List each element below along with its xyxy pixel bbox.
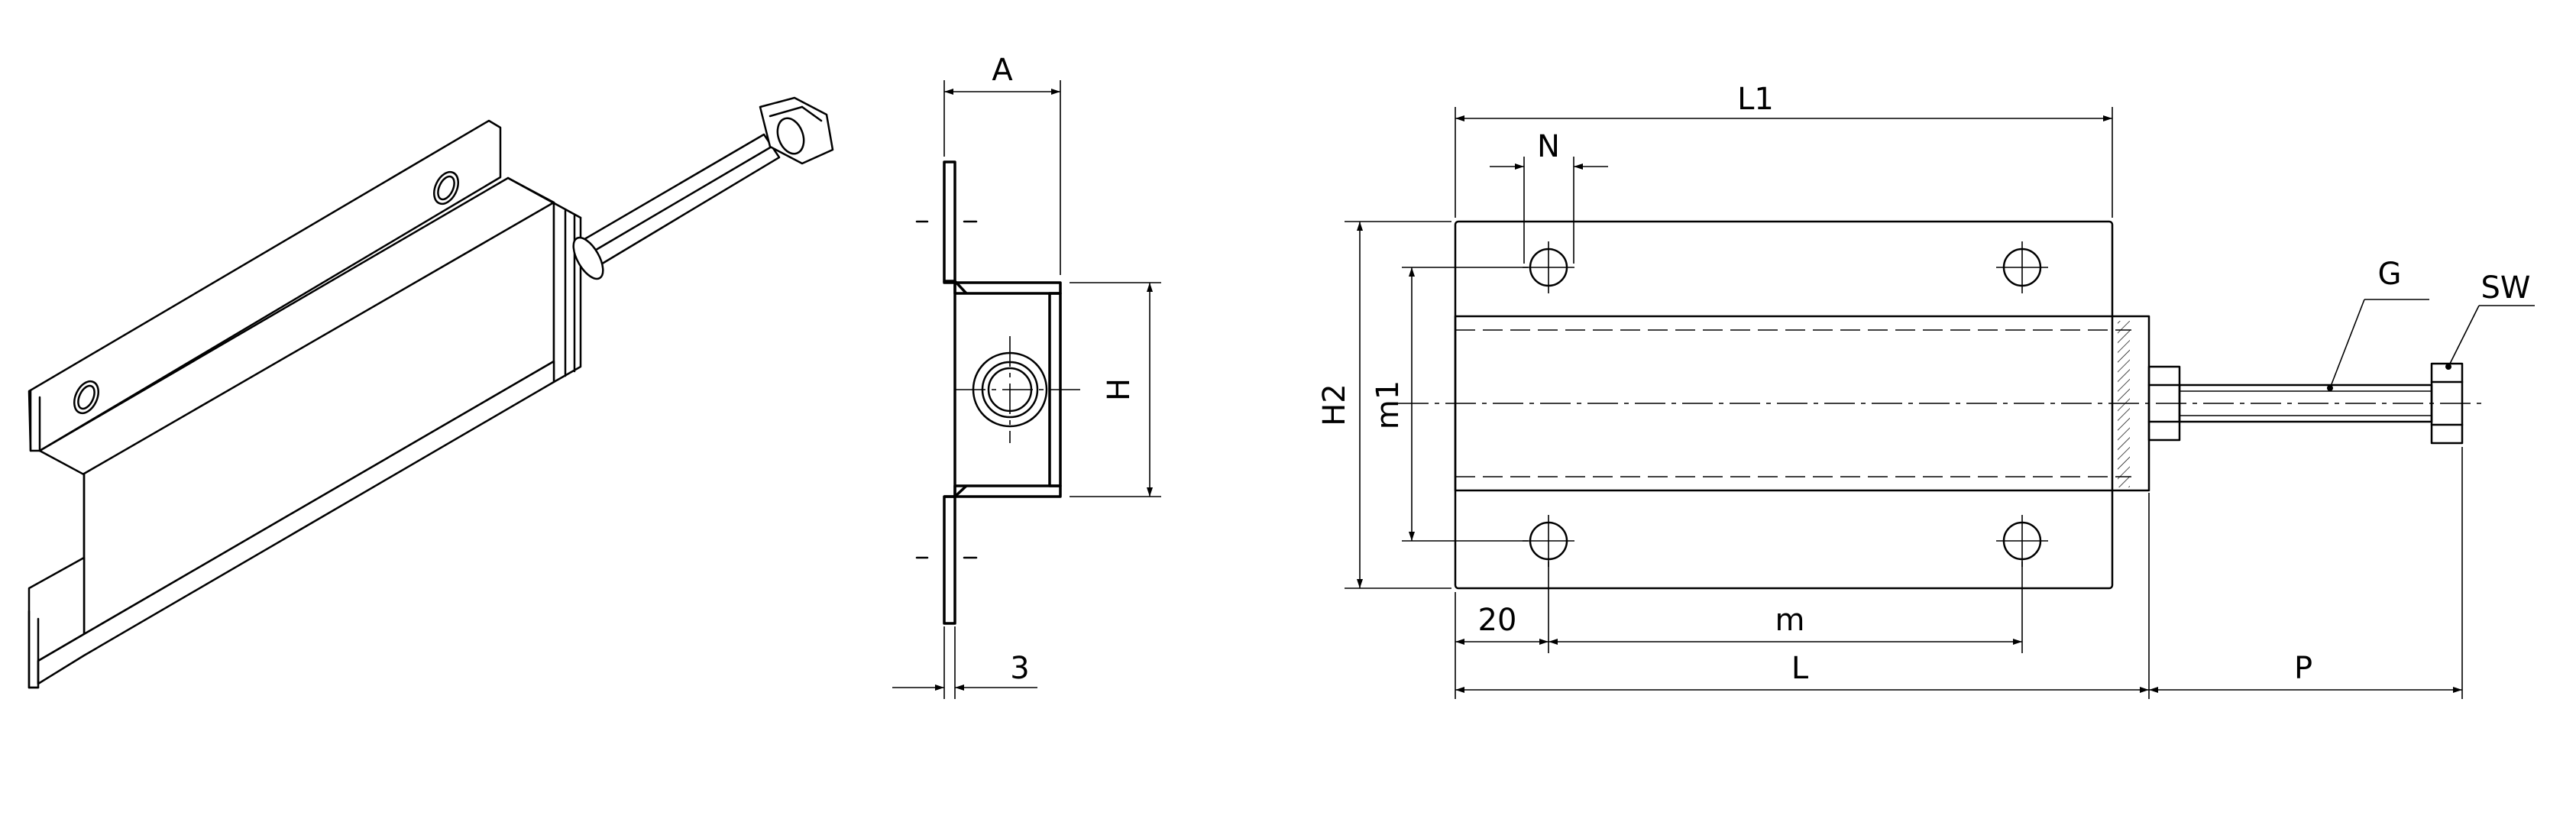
leader-SW-label: SW (2481, 270, 2531, 306)
dim-m1-label: m1 (1371, 380, 1406, 429)
iso-end-cap (506, 176, 582, 384)
iso-hole-right (433, 170, 459, 206)
section-flange-top (943, 160, 956, 283)
isometric-view (28, 96, 834, 689)
iso-hole-left (73, 380, 99, 415)
dim-thickness-label: 3 (1010, 651, 1029, 686)
front-hole-top-right (1996, 241, 2048, 293)
dim-P-label: P (2294, 651, 2312, 686)
front-bolt-head (2430, 362, 2464, 445)
front-hole-bottom-left (1523, 515, 1574, 567)
front-flange-plate (1454, 220, 2114, 590)
dim-m-label: m (1775, 603, 1805, 638)
dim-L-label: L (1791, 651, 1809, 686)
dim-H2-label: H2 (1317, 384, 1352, 426)
leader-G-label: G (2378, 257, 2402, 292)
dim-edge-offset-label: 20 (1478, 603, 1517, 638)
dim-N-label: N (1537, 129, 1560, 164)
front-hole-bottom-right (1996, 515, 2048, 567)
front-hole-top-left (1523, 241, 1574, 293)
dim-H-label: H (1102, 378, 1137, 401)
section-view: A H 3 (892, 53, 1161, 699)
dim-A-label: A (992, 53, 1013, 88)
section-flange-bottom (943, 495, 956, 625)
dim-L1-label: L1 (1737, 82, 1774, 117)
front-view: L1 N H2 m1 G SW 20 m (1317, 82, 2535, 699)
